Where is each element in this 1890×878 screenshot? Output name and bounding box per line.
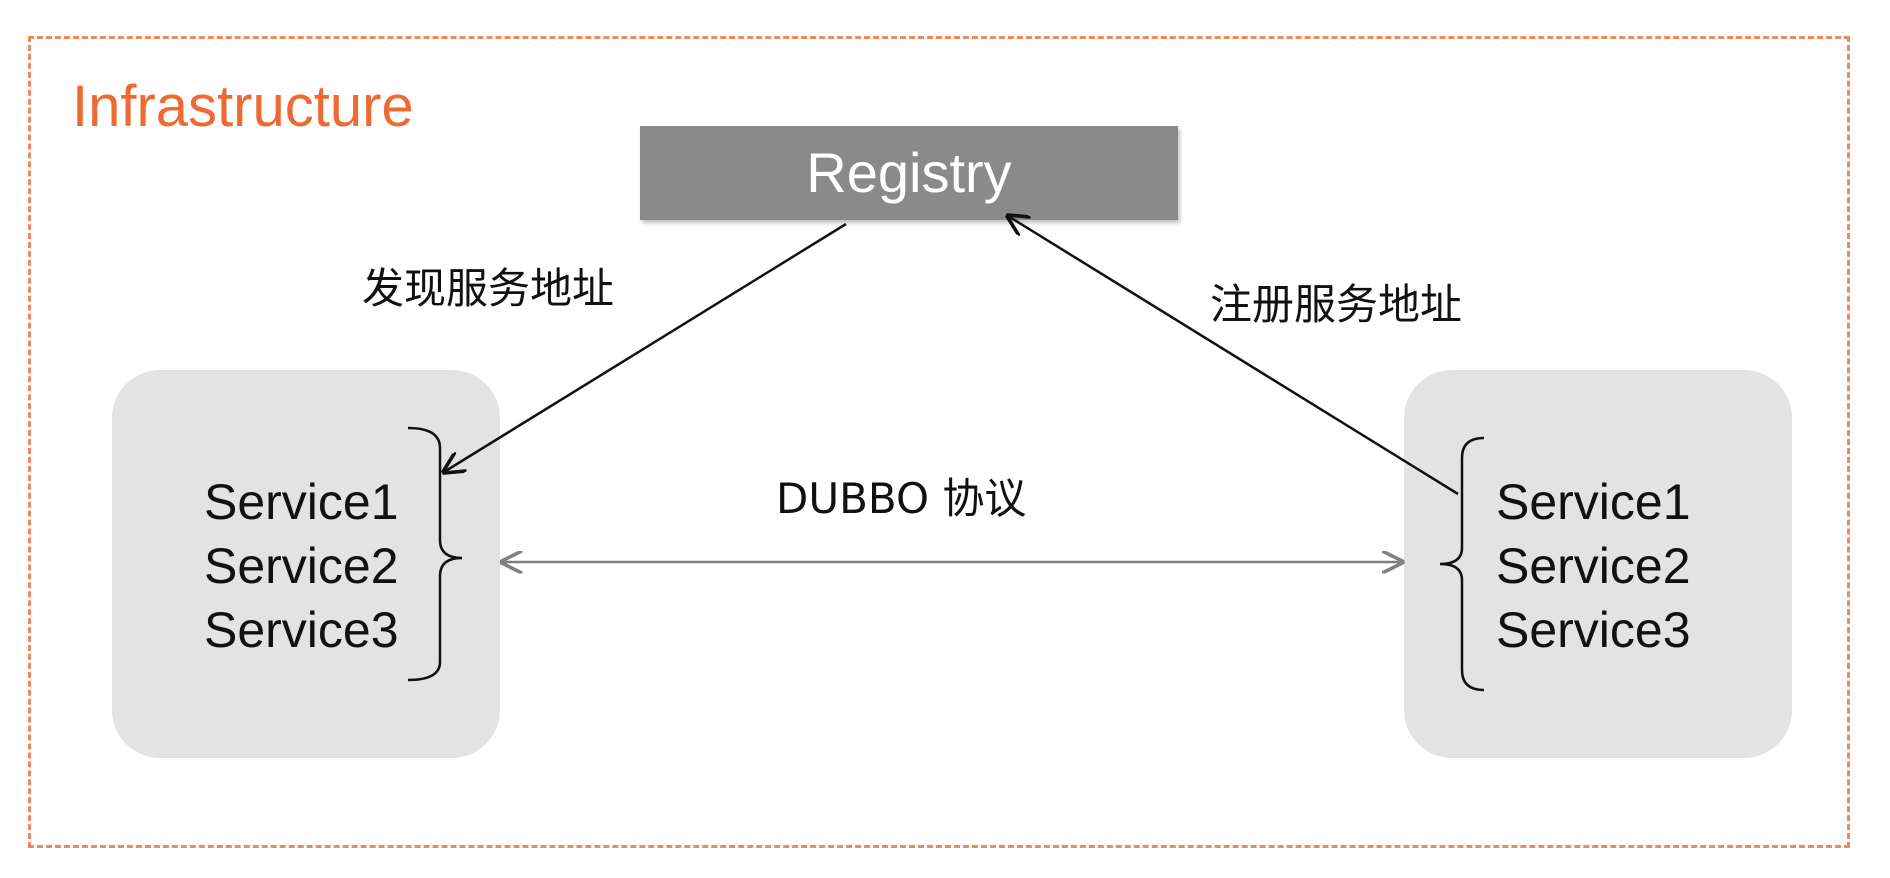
register-label: 注册服务地址 <box>1210 280 1463 329</box>
registry-label: Registry <box>806 141 1012 204</box>
provider-service-item: Service1 <box>1496 474 1691 530</box>
protocol-label: DUBBO 协议 <box>776 474 1027 523</box>
infrastructure-frame <box>28 36 1850 848</box>
consumer-service-item: Service1 <box>204 474 399 530</box>
provider-service-item: Service3 <box>1496 602 1691 658</box>
consumer-service-item: Service3 <box>204 602 399 658</box>
registry-node: Registry <box>640 126 1178 220</box>
discover-label: 发现服务地址 <box>362 264 615 313</box>
provider-service-item: Service2 <box>1496 538 1691 594</box>
provider-service-list: Service1 Service2 Service3 <box>1496 470 1691 662</box>
infrastructure-title: Infrastructure <box>72 74 414 139</box>
consumer-service-list: Service1 Service2 Service3 <box>204 470 399 662</box>
consumer-service-item: Service2 <box>204 538 399 594</box>
